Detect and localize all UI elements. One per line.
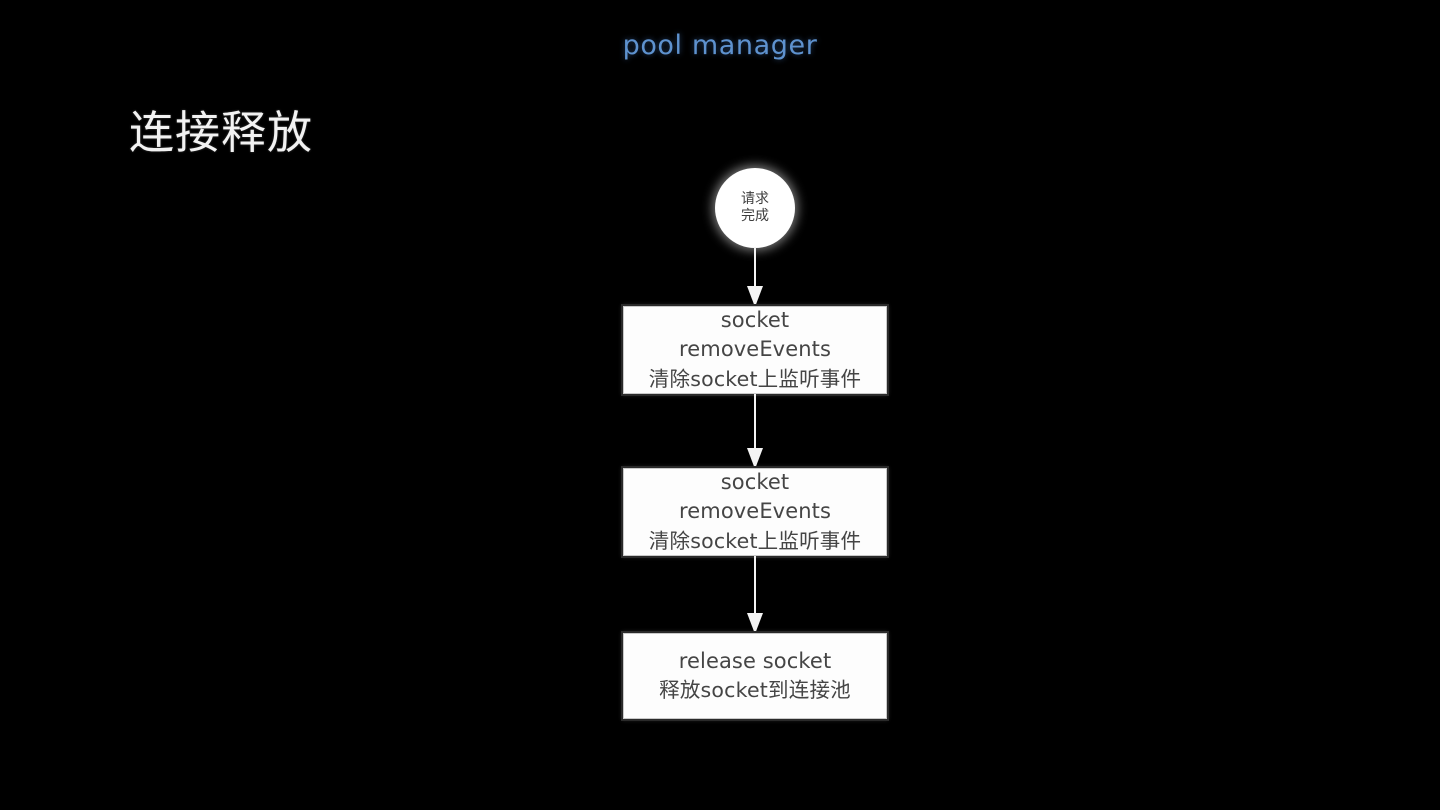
- flow-node-line-2: 释放socket到连接池: [659, 678, 851, 702]
- flow-node-line-2: removeEvents: [678, 499, 832, 524]
- connector-start-to-step1: [754, 247, 756, 306]
- flow-node-request-complete: 请求 完成: [715, 168, 795, 248]
- flow-node-line-1: 请求: [741, 191, 769, 207]
- flow-node-socket-remove-events-1: socket removeEvents 清除socket上监听事件: [621, 304, 889, 396]
- flow-node-line-2: 完成: [741, 208, 769, 224]
- flow-node-line-1: release socket: [678, 648, 832, 673]
- flow-node-line-3: 清除socket上监听事件: [648, 366, 862, 391]
- flow-node-line-1: socket: [720, 469, 790, 494]
- flow-node-socket-remove-events-2: socket removeEvents 清除socket上监听事件: [621, 466, 889, 558]
- flow-node-line-1: socket: [720, 307, 790, 332]
- page-title: 连接释放: [129, 106, 314, 159]
- slide-subtitle: pool manager: [622, 30, 818, 61]
- flow-node-line-2: removeEvents: [678, 337, 832, 362]
- flow-node-release-socket: release socket 释放socket到连接池: [621, 631, 889, 721]
- connector-step2-to-step3: [754, 556, 756, 633]
- flow-node-line-3: 清除socket上监听事件: [648, 528, 862, 553]
- connector-step1-to-step2: [754, 394, 756, 468]
